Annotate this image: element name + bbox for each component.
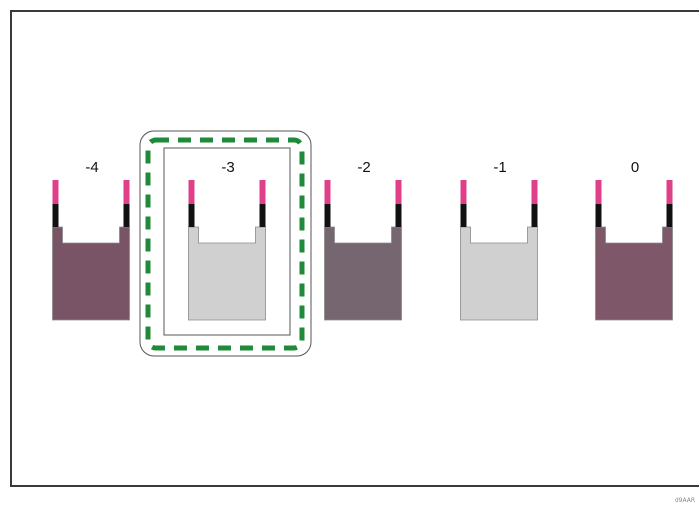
selection-inner-box — [163, 147, 291, 336]
option-label: -3 — [221, 159, 234, 176]
right-tab-black — [531, 204, 538, 227]
option-0: -4 — [52, 159, 130, 321]
left-tab-pink — [324, 180, 331, 204]
cup-body — [52, 226, 130, 321]
right-tab-pink — [123, 180, 130, 204]
left-tab-pink — [595, 180, 602, 204]
figure-code: d9AAR — [674, 497, 695, 504]
left-tab-black — [52, 204, 59, 227]
option-label: -1 — [493, 159, 506, 176]
selection-rounded-outline — [139, 130, 312, 357]
right-tab-black — [259, 204, 266, 227]
figure-frame — [10, 10, 699, 487]
left-tab-pink — [52, 180, 59, 204]
right-tab-black — [123, 204, 130, 227]
left-tab-black — [595, 204, 602, 227]
option-label: -2 — [357, 159, 370, 176]
options-layer: -4 -3 -2 -1 0 — [52, 159, 673, 321]
left-tab-pink — [460, 180, 467, 204]
cup-body — [460, 226, 538, 321]
right-tab-black — [666, 204, 673, 227]
option-label: 0 — [631, 159, 639, 176]
option-4: 0 — [595, 159, 673, 321]
option-2: -2 — [324, 159, 402, 321]
cup-body — [324, 226, 402, 321]
selection-layer — [139, 130, 312, 357]
selection-dashed-border — [145, 137, 305, 351]
left-tab-black — [324, 204, 331, 227]
right-tab-pink — [531, 180, 538, 204]
right-tab-pink — [395, 180, 402, 204]
right-tab-black — [395, 204, 402, 227]
right-tab-pink — [666, 180, 673, 204]
option-3: -1 — [460, 159, 538, 321]
option-label: -4 — [85, 159, 98, 176]
left-tab-pink — [188, 180, 195, 204]
right-tab-pink — [259, 180, 266, 204]
cup-body — [188, 226, 266, 321]
option-1: -3 — [188, 159, 266, 321]
cup-body — [595, 226, 673, 321]
left-tab-black — [188, 204, 195, 227]
left-tab-black — [460, 204, 467, 227]
